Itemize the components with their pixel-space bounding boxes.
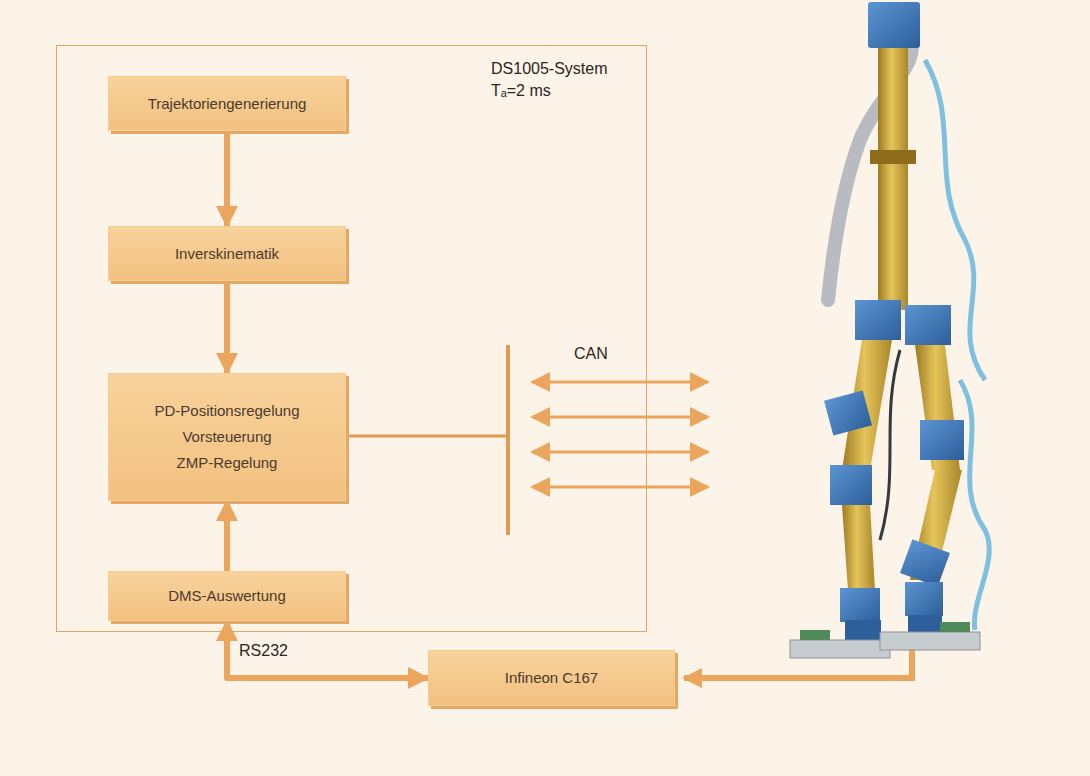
box-text: PD-Positionsregelung: [154, 398, 299, 424]
flow-arrow: [224, 501, 230, 571]
system-heading: Tₐ=2 ms: [491, 80, 551, 101]
process-box: Trajektoriengenerierung: [108, 76, 346, 131]
process-box: Inverskinematik: [108, 226, 346, 281]
flow-arrow: [227, 621, 428, 678]
box-text: ZMP-Regelung: [177, 450, 278, 476]
flow-arrow: [224, 281, 230, 373]
sensor-wire: [684, 640, 912, 678]
box-text: DMS-Auswertung: [168, 586, 286, 606]
system-heading: DS1005-System: [491, 58, 608, 79]
system-frame: DS1005-SystemTₐ=2 ms Trajektoriengenerier…: [56, 45, 647, 632]
flow-arrow: [224, 131, 230, 226]
box-text: Inverskinematik: [175, 244, 279, 264]
interface-label: RS232: [237, 641, 290, 661]
controller-box: Infineon C167: [428, 650, 675, 706]
box-text: Trajektoriengenerierung: [148, 94, 307, 114]
box-text: Infineon C167: [505, 668, 598, 688]
box-text: Vorsteuerung: [182, 424, 271, 450]
bus-label: CAN: [572, 344, 610, 364]
biped-robot: [790, 2, 989, 658]
can-bus: [345, 345, 708, 535]
process-box: PD-PositionsregelungVorsteuerungZMP-Rege…: [108, 373, 346, 501]
process-box: DMS-Auswertung: [108, 571, 346, 621]
